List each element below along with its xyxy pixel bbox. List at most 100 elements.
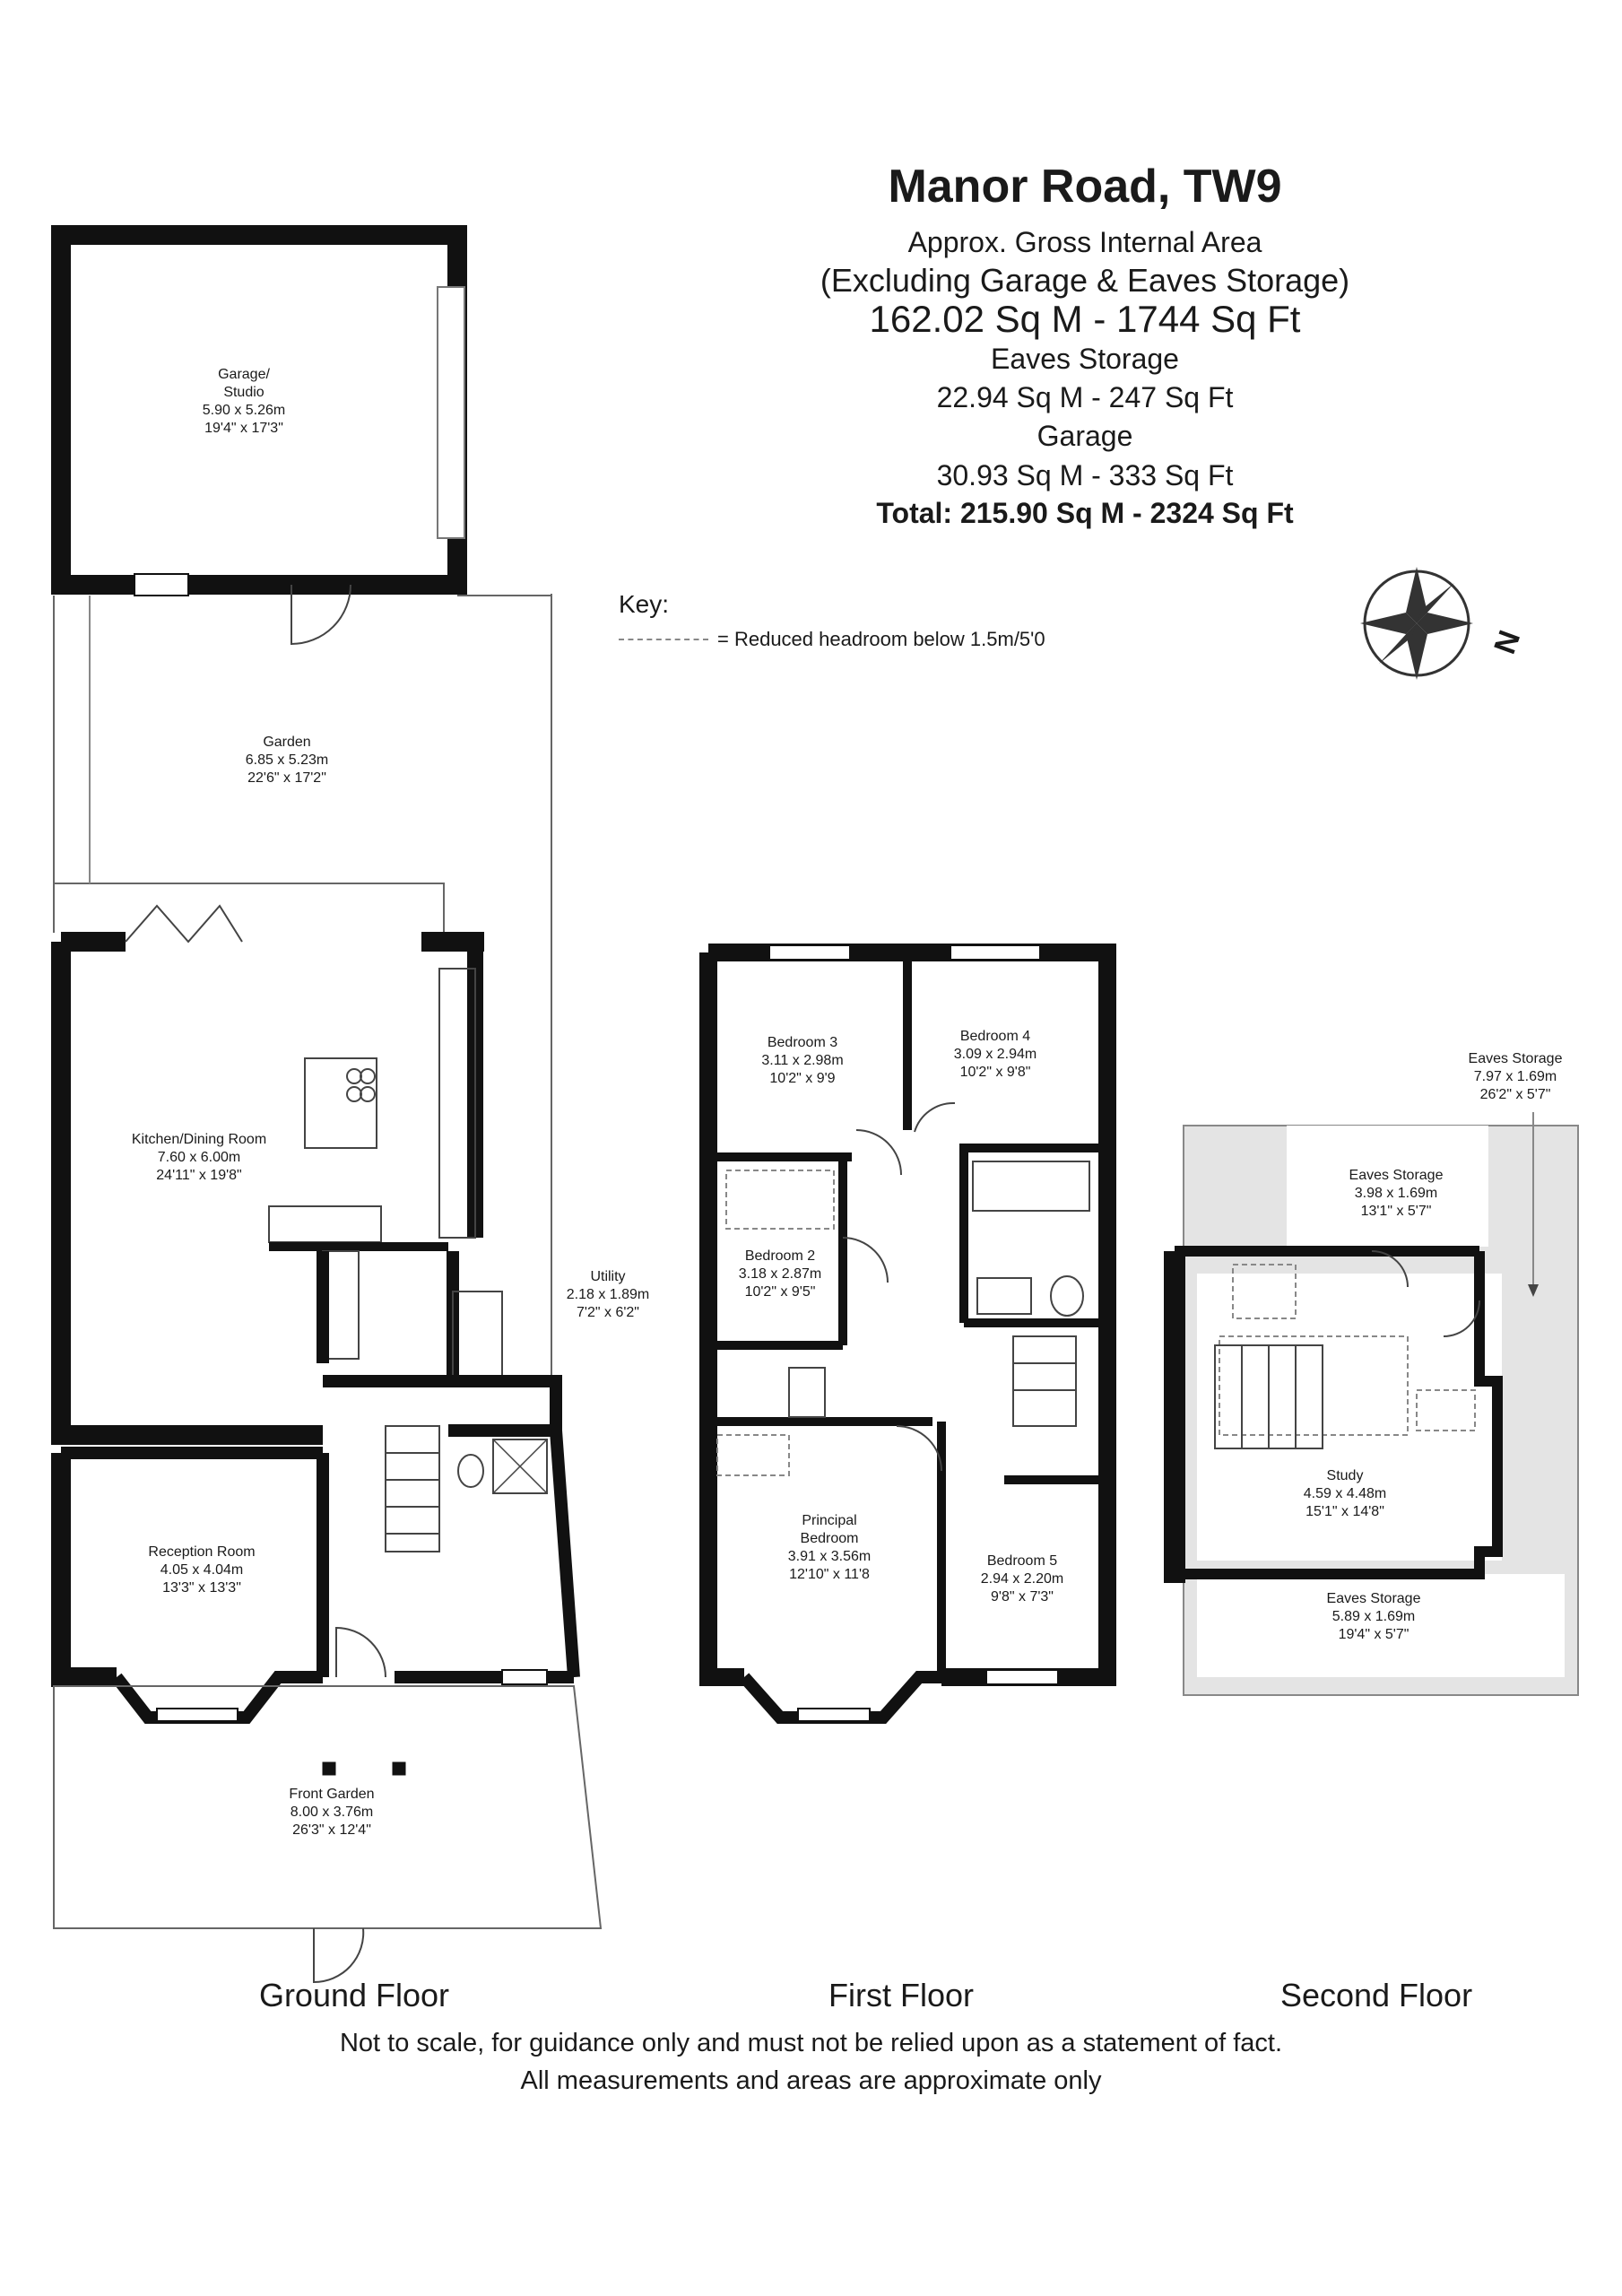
bedroom4-metric: 3.09 x 2.94m xyxy=(954,1047,1037,1062)
principal-label-2: Bedroom xyxy=(801,1531,859,1546)
gia-value: 162.02 Sq M - 1744 Sq Ft xyxy=(869,298,1301,340)
key-reduced-headroom: = Reduced headroom below 1.5m/5'0 xyxy=(717,628,1045,650)
bed3-door xyxy=(855,1129,902,1176)
study-label: Study xyxy=(1327,1468,1364,1483)
gia-label: Approx. Gross Internal Area xyxy=(907,226,1262,258)
hob-ring-icon xyxy=(360,1086,376,1102)
principal-imperial: 12'10" x 11'8 xyxy=(789,1567,870,1582)
bedroom4-label: Bedroom 4 xyxy=(960,1029,1030,1044)
key-row: = Reduced headroom below 1.5m/5'0 xyxy=(619,628,1045,651)
reduced-headroom-line xyxy=(619,639,708,640)
principal-metric: 3.91 x 3.56m xyxy=(788,1549,872,1564)
kitchen-worktop xyxy=(438,968,476,1239)
compass-n-label: N xyxy=(1488,626,1527,658)
garden-label: Garden xyxy=(263,735,310,750)
study-skylight xyxy=(1232,1264,1297,1319)
garage-value: 30.93 Sq M - 333 Sq Ft xyxy=(936,459,1234,491)
front-garden-imperial: 26'3" x 12'4" xyxy=(292,1822,371,1838)
bedroom3-metric: 3.11 x 2.98m xyxy=(761,1053,843,1068)
front-gate xyxy=(313,1927,365,1984)
principal-reduced-headroom xyxy=(716,1434,790,1476)
terrace-edge xyxy=(54,883,445,942)
bedroom5-imperial: 9'8" x 7'3" xyxy=(991,1589,1054,1605)
first-floor-stair-flight xyxy=(788,1367,826,1418)
second-floor-caption: Second Floor xyxy=(1279,1977,1473,2013)
bifold-doors xyxy=(125,904,243,944)
front-door xyxy=(335,1626,386,1678)
bed4-door xyxy=(914,1101,956,1133)
bed2-reduced-headroom xyxy=(725,1170,835,1230)
garage-imperial: 19'4" x 17'3" xyxy=(204,421,283,436)
eaves-top-imperial: 13'1" x 5'7" xyxy=(1361,1204,1432,1219)
eaves-bottom-imperial: 19'4" x 5'7" xyxy=(1339,1627,1409,1642)
gia-note: (Excluding Garage & Eaves Storage) xyxy=(820,262,1350,299)
eaves-outer-metric: 7.97 x 1.69m xyxy=(1474,1069,1557,1084)
bedroom3-label: Bedroom 3 xyxy=(768,1035,837,1050)
eaves-outer-label: Eaves Storage xyxy=(1469,1051,1563,1066)
ground-floor-caption: Ground Floor xyxy=(258,1977,450,2013)
utility-door-frame xyxy=(452,1291,503,1382)
utility-label: Utility xyxy=(590,1269,625,1284)
eaves-top-room xyxy=(1291,1139,1484,1242)
kitchen-island xyxy=(304,1057,377,1149)
bedroom2-label: Bedroom 2 xyxy=(745,1248,815,1264)
bed2-door xyxy=(842,1237,889,1283)
first-floor-caption: First Floor xyxy=(828,1977,974,2013)
garden-metric: 6.85 x 5.23m xyxy=(246,752,329,768)
bed5-window xyxy=(985,1669,1059,1685)
bed4-window xyxy=(950,944,1041,961)
shower-cross xyxy=(492,1439,548,1494)
disclaimer-line-2: All measurements and areas are approxima… xyxy=(520,2066,1102,2095)
study-dormer xyxy=(1416,1389,1476,1431)
principal-bay-window xyxy=(739,1671,950,1724)
reception-left-wall xyxy=(51,1453,117,1687)
disclaimer-line-1: Not to scale, for guidance only and must… xyxy=(339,2029,1283,2057)
garage-label-2: Studio xyxy=(223,385,264,400)
compass-icon: N xyxy=(1360,567,1527,680)
wc-toilet-icon xyxy=(457,1454,484,1488)
garage-label: Garage/ xyxy=(218,367,270,382)
sideboard xyxy=(268,1205,382,1243)
first-floor-left-wall xyxy=(699,952,744,1686)
garage-metric: 5.90 x 5.26m xyxy=(203,403,286,418)
bedroom3-imperial: 10'2" x 9'9 xyxy=(769,1071,835,1086)
garden-imperial: 22'6" x 17'2" xyxy=(247,770,326,786)
garage-label: Garage xyxy=(1037,420,1133,452)
room-labels: Garage/ Studio 5.90 x 5.26m 19'4" x 17'3… xyxy=(132,367,1563,1838)
garage-door xyxy=(291,584,351,646)
porch-pillar xyxy=(392,1761,406,1776)
reception-label: Reception Room xyxy=(148,1544,255,1560)
principal-door xyxy=(896,1425,942,1472)
front-garden-outline xyxy=(53,1685,603,1929)
bedroom2-metric: 3.18 x 2.87m xyxy=(739,1266,822,1282)
hob-ring-icon xyxy=(346,1086,362,1102)
front-garden-label: Front Garden xyxy=(289,1787,374,1802)
staircase xyxy=(385,1425,440,1552)
utility-metric: 2.18 x 1.89m xyxy=(567,1287,650,1302)
first-floor xyxy=(699,944,1116,1724)
eaves-bottom-label: Eaves Storage xyxy=(1327,1591,1421,1606)
garage-opening xyxy=(437,286,465,539)
property-title: Manor Road, TW9 xyxy=(888,161,1282,213)
bedroom5-label: Bedroom 5 xyxy=(987,1553,1057,1569)
eaves-bottom-fill xyxy=(1197,1574,1565,1677)
hob-ring-icon xyxy=(360,1068,376,1084)
second-floor xyxy=(1164,1112,1579,1696)
eaves-top-label: Eaves Storage xyxy=(1349,1168,1444,1183)
kitchen-left-wall xyxy=(51,942,323,1445)
eaves-outer-imperial: 26'2" x 5'7" xyxy=(1480,1087,1551,1102)
kitchen-label: Kitchen/Dining Room xyxy=(132,1132,266,1147)
eaves-top-door xyxy=(1371,1250,1409,1288)
bay-window-glass xyxy=(156,1708,239,1722)
bedroom5-metric: 2.94 x 2.20m xyxy=(981,1571,1064,1587)
study-metric: 4.59 x 4.48m xyxy=(1304,1486,1387,1501)
study-side-door xyxy=(1443,1300,1480,1337)
shower-tray xyxy=(492,1439,548,1494)
front-garden-metric: 8.00 x 3.76m xyxy=(291,1805,374,1820)
vanity-basin-icon xyxy=(976,1277,1032,1315)
bedroom2-imperial: 10'2" x 9'5" xyxy=(745,1284,816,1300)
front-window xyxy=(501,1669,548,1685)
key-title: Key: xyxy=(619,590,670,618)
principal-label: Principal xyxy=(802,1513,856,1528)
